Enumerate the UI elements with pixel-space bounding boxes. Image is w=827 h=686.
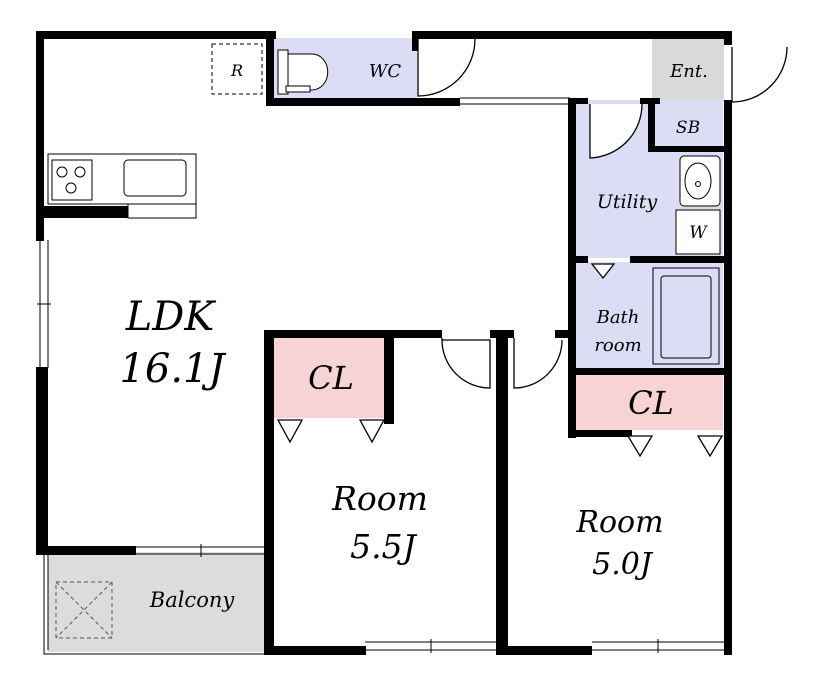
bath-door-arrow[interactable]: [590, 263, 616, 280]
closet2-fill: [575, 374, 723, 430]
wall-sb-left: [648, 98, 655, 152]
wall-closet2-bottom: [568, 430, 632, 437]
entrance-label: Ent.: [669, 61, 708, 82]
wc-door[interactable]: [417, 38, 476, 97]
balcony-label: Balcony: [149, 588, 236, 612]
washer-box: [675, 209, 721, 255]
room2-size: 5.0J: [592, 547, 654, 582]
fridge-label: R: [230, 61, 243, 80]
fridge: [211, 43, 263, 95]
utility-label: Utility: [597, 191, 658, 213]
closet2-label: CL: [628, 384, 674, 422]
closet2-door-right[interactable]: [696, 435, 724, 458]
wall-closet1-right: [384, 330, 394, 424]
wall-room-divider: [496, 330, 508, 655]
ldk-size: 16.1J: [119, 346, 226, 392]
wall-balcony: [36, 546, 136, 555]
wall-right: [724, 100, 732, 655]
utility-door[interactable]: [589, 103, 643, 159]
washer-label: W: [689, 223, 708, 243]
wall-left-upper: [36, 31, 44, 241]
entrance-door[interactable]: [731, 46, 788, 103]
bath-label-line1: Bath: [596, 307, 640, 328]
room1-label: Room: [331, 479, 428, 518]
wall-bottom: [264, 646, 366, 655]
wall-right-top: [724, 31, 732, 45]
closet1-door-right[interactable]: [358, 419, 386, 444]
wall-room1-left: [264, 330, 274, 655]
wall-wc-bottom: [266, 98, 460, 106]
wall-bath-bottom: [568, 368, 728, 375]
wall-kitchen: [36, 206, 128, 218]
wall-utility-bottom: [568, 256, 588, 263]
wall-top-right: [412, 31, 732, 39]
toilet-bowl: [287, 53, 329, 91]
wall-bottom-mid: [496, 646, 592, 655]
wall-left-lower: [36, 367, 48, 555]
stove: [51, 159, 93, 201]
balcony-fill: [48, 552, 268, 652]
wall-utility-top: [568, 98, 588, 104]
closet1-door-left[interactable]: [276, 419, 304, 444]
closet2-door-left[interactable]: [626, 435, 654, 458]
room2-label: Room: [575, 505, 663, 540]
room1-door[interactable]: [441, 338, 491, 389]
room1-size: 5.5J: [350, 527, 417, 566]
wall-utility-bottom2: [630, 256, 730, 263]
wall-room1-top: [264, 330, 442, 338]
wc-label: WC: [369, 61, 402, 82]
wall-room-top-right: [555, 330, 575, 338]
wall-sb-bottom: [648, 146, 732, 152]
wall-utility-left: [568, 98, 576, 438]
sink: [123, 159, 187, 197]
shoe-box-label: SB: [676, 118, 700, 138]
wall-wc-right: [412, 31, 418, 51]
ldk-label: LDK: [125, 294, 217, 340]
wall-wc-left: [266, 31, 274, 105]
entrance-fill: [652, 38, 724, 102]
closet1-label: CL: [308, 359, 354, 397]
wall-top-left: [36, 31, 276, 39]
room2-door[interactable]: [513, 338, 563, 389]
bath-label-line2: room: [594, 335, 641, 356]
closet1-fill: [272, 336, 390, 418]
balcony-hatch: [55, 581, 113, 639]
